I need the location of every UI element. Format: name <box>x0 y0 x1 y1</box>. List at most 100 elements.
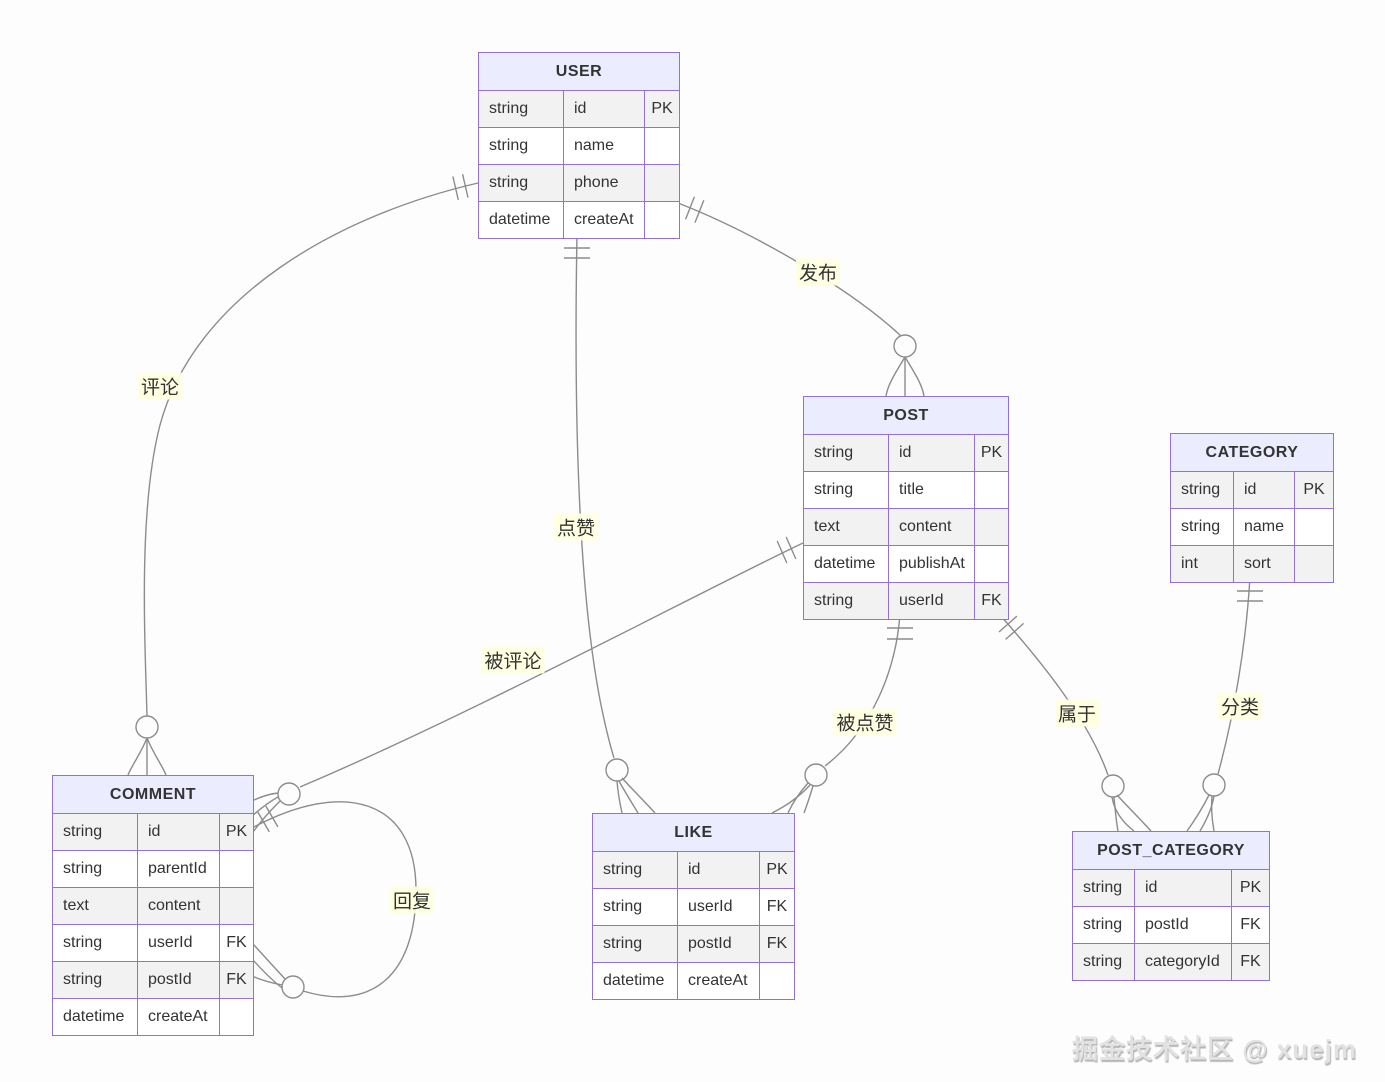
attribute-name: title <box>888 472 974 508</box>
entity-title: POST <box>804 397 1008 435</box>
attribute-name: name <box>563 128 644 164</box>
attribute-key: FK <box>974 583 1008 619</box>
watermark-text: 掘金技术社区 @ xuejm <box>1072 1034 1357 1064</box>
attribute-name: postId <box>677 926 759 962</box>
relationship-post-like <box>771 613 913 814</box>
attribute-name: content <box>137 888 219 924</box>
attribute-type: string <box>63 971 103 988</box>
attribute-type: string <box>489 100 529 117</box>
attribute-type: string <box>1083 953 1123 970</box>
attribute-key <box>1294 546 1333 582</box>
relationship-label-comment: 评论 <box>137 372 183 400</box>
attribute-name: name <box>1233 509 1294 545</box>
attribute-row: string name <box>1171 508 1333 545</box>
attribute-key <box>644 202 679 238</box>
attribute-name: sort <box>1233 546 1294 582</box>
attribute-name: userId <box>888 583 974 619</box>
relationship-label-publish: 发布 <box>795 258 841 286</box>
attribute-name: id <box>677 852 759 888</box>
attribute-type: text <box>63 897 89 914</box>
attribute-name: id <box>888 435 974 471</box>
attribute-key: FK <box>219 925 253 961</box>
attribute-key: FK <box>759 889 794 925</box>
attribute-type: string <box>489 137 529 154</box>
attribute-key <box>219 999 253 1035</box>
attribute-type: string <box>603 935 643 952</box>
relationship-label-liked: 被点赞 <box>833 708 897 736</box>
attribute-row: datetime publishAt <box>804 545 1008 582</box>
attribute-type: string <box>1083 916 1123 933</box>
attribute-key <box>759 963 794 999</box>
attribute-type: datetime <box>489 211 551 228</box>
attribute-row: datetime createAt <box>53 998 253 1035</box>
attribute-type: string <box>1181 481 1221 498</box>
attribute-name: publishAt <box>888 546 974 582</box>
attribute-type: int <box>1181 555 1198 572</box>
attribute-key: FK <box>1231 944 1269 980</box>
relationship-label-like: 点赞 <box>553 513 599 541</box>
attribute-type: datetime <box>63 1008 125 1025</box>
attribute-type: string <box>1181 518 1221 535</box>
attribute-name: id <box>563 91 644 127</box>
entity-title: LIKE <box>593 814 794 852</box>
relationship-label-reply: 回复 <box>389 886 435 914</box>
attribute-key <box>644 165 679 201</box>
relationship-label-categorized: 分类 <box>1217 692 1263 720</box>
relationship-user-like <box>564 233 656 814</box>
attribute-name: content <box>888 509 974 545</box>
attribute-key: PK <box>1294 472 1333 508</box>
attribute-type: text <box>814 518 840 535</box>
relationship-user-comment <box>127 174 479 776</box>
attribute-key: FK <box>759 926 794 962</box>
relationship-user-post <box>677 196 925 397</box>
attribute-type: string <box>603 861 643 878</box>
attribute-type: string <box>63 934 103 951</box>
attribute-name: createAt <box>137 999 219 1035</box>
attribute-key <box>974 509 1008 545</box>
attribute-row: string name <box>479 127 679 164</box>
attribute-name: phone <box>563 165 644 201</box>
attribute-name: userId <box>137 925 219 961</box>
attribute-key: PK <box>644 91 679 127</box>
attribute-key: FK <box>219 962 253 998</box>
attribute-type: string <box>1083 879 1123 896</box>
relationship-label-belongs-to: 属于 <box>1054 699 1100 727</box>
attribute-row: string title <box>804 471 1008 508</box>
attribute-row: text content <box>53 887 253 924</box>
attribute-name: postId <box>1134 907 1231 943</box>
attribute-type: datetime <box>814 555 876 572</box>
attribute-name: parentId <box>137 851 219 887</box>
attribute-type: string <box>814 444 854 461</box>
attribute-name: createAt <box>677 963 759 999</box>
attribute-type: datetime <box>603 972 665 989</box>
attribute-key <box>1294 509 1333 545</box>
attribute-name: categoryId <box>1134 944 1231 980</box>
attribute-name: id <box>137 814 219 850</box>
attribute-name: postId <box>137 962 219 998</box>
entity-title: USER <box>479 53 679 91</box>
attribute-type: string <box>814 481 854 498</box>
